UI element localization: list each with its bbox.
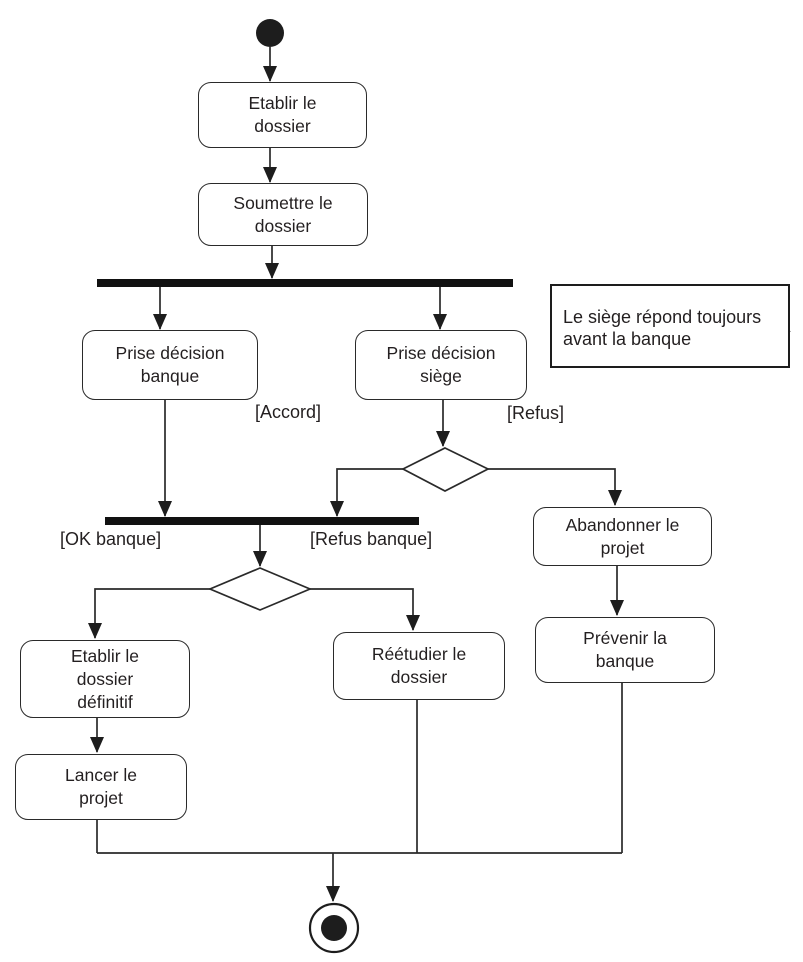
guard-ok-banque: [OK banque] bbox=[60, 529, 162, 549]
edge-decision2-to-reetudier bbox=[310, 588, 420, 631]
uml-note: Le siège répond toujours avant la banque bbox=[550, 284, 790, 368]
edges bbox=[88, 47, 624, 902]
final-node-inner-dot bbox=[321, 915, 347, 941]
activity-soumettre-dossier: Soumettre le dossier bbox=[198, 183, 368, 246]
activity-prise-decision-siege: Prise décision siège bbox=[355, 330, 527, 400]
decision-diamond-1 bbox=[401, 447, 490, 492]
decision-diamond-2 bbox=[207, 567, 313, 611]
guard-refus-banque: [Refus banque] bbox=[310, 529, 433, 549]
activity-abandonner-projet: Abandonner le projet bbox=[533, 507, 712, 566]
activity-etablir-dossier: Etablir le dossier bbox=[198, 82, 367, 148]
activity-etablir-dossier-definitif: Etablir le dossier définitif bbox=[20, 640, 190, 718]
join-bar bbox=[105, 517, 419, 525]
guard-accord: [Accord] bbox=[255, 402, 322, 422]
edge-decision2-to-definitif bbox=[88, 588, 210, 639]
activity-reetudier-dossier: Réétudier le dossier bbox=[333, 632, 505, 700]
edge-decision1-to-abandonner bbox=[488, 468, 622, 506]
activity-lancer-projet: Lancer le projet bbox=[15, 754, 187, 820]
edge-decision1-to-join bbox=[330, 468, 403, 517]
fork-bar bbox=[97, 279, 513, 287]
activity-prevenir-banque: Prévenir la banque bbox=[535, 617, 715, 683]
guard-refus: [Refus] bbox=[507, 403, 565, 423]
initial-node bbox=[256, 19, 284, 47]
activity-prise-decision-banque: Prise décision banque bbox=[82, 330, 258, 400]
